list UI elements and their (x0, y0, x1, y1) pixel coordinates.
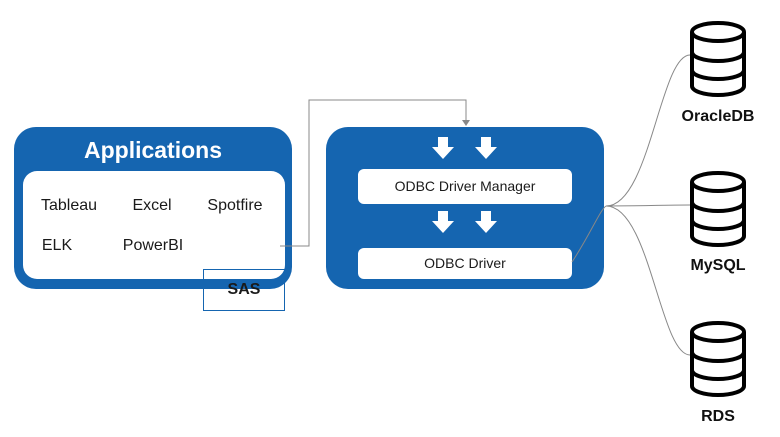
app-tableau: Tableau (40, 197, 98, 214)
app-elk: ELK (41, 237, 73, 254)
app-spotfire: Spotfire (207, 197, 263, 214)
database-icon (690, 21, 746, 97)
db-label-oracledb: OracleDB (681, 108, 755, 125)
database-icon (690, 171, 746, 247)
applications-list: Tableau Excel Spotfire ELK PowerBI SAS (23, 171, 285, 311)
applications-panel: Applications Tableau Excel Spotfire ELK … (14, 127, 292, 311)
connector-arrowhead (462, 120, 470, 126)
db-label-rds: RDS (701, 408, 735, 425)
database-connectors (571, 54, 691, 356)
database-icon (690, 321, 746, 397)
sas-connector-line (280, 99, 467, 247)
app-sas: SAS (203, 269, 285, 311)
odbc-driver-manager: ODBC Driver Manager (358, 169, 572, 204)
app-excel: Excel (132, 197, 172, 214)
applications-title: Applications (83, 137, 222, 163)
db-label-mysql: MySQL (690, 257, 746, 274)
arrow-down-icon (432, 211, 454, 233)
odbc-panel: ODBC Driver Manager ODBC Driver (326, 127, 604, 289)
arrow-down-icon (475, 211, 497, 233)
arrow-down-icon (432, 137, 454, 159)
arrow-down-icon (475, 137, 497, 159)
app-powerbi: PowerBI (122, 237, 184, 254)
odbc-driver: ODBC Driver (358, 248, 572, 279)
